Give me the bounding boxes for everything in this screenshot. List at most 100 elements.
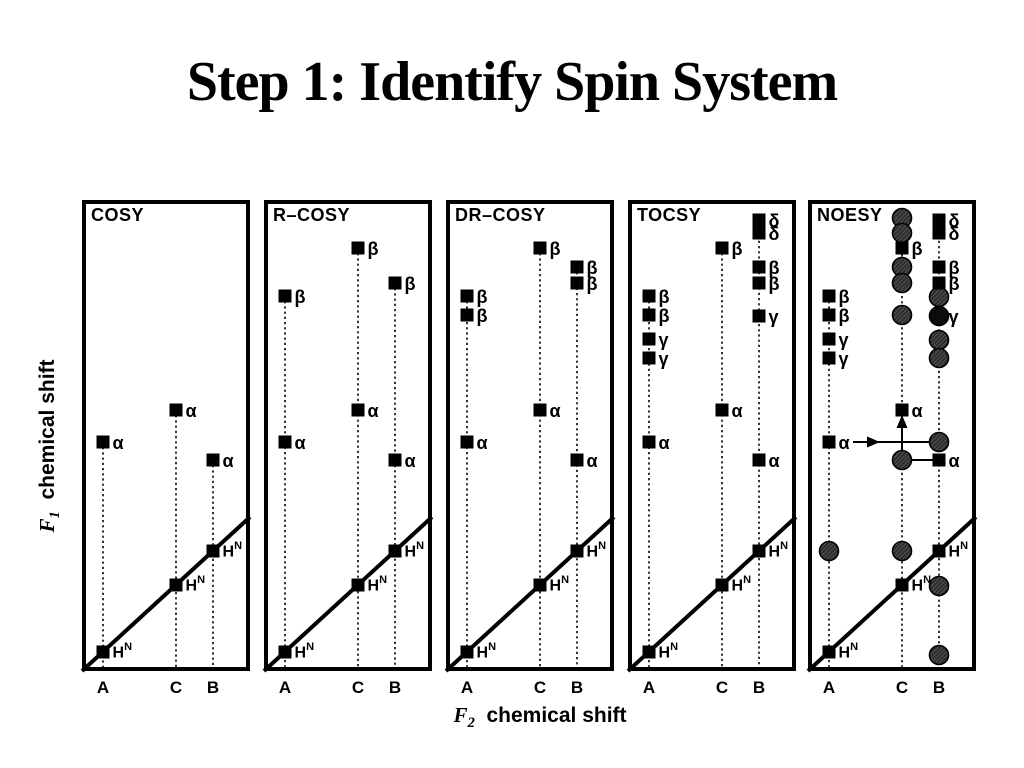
peak-label: HN — [405, 540, 425, 561]
panel-frame — [808, 200, 976, 671]
peak-label: α — [949, 451, 960, 471]
peak-marker — [642, 435, 656, 449]
diagonal-line — [444, 515, 616, 673]
peak-marker — [351, 241, 365, 255]
peak-label: δ — [949, 224, 960, 244]
peak-label: α — [368, 401, 379, 421]
peak-label: α — [477, 433, 488, 453]
peak-marker — [715, 403, 729, 417]
peak-label: α — [113, 433, 124, 453]
peak-marker — [932, 544, 946, 558]
peak-marker — [822, 332, 836, 346]
peak-marker — [932, 276, 946, 290]
peak-label: β — [587, 258, 598, 278]
tick-label-C: C — [533, 678, 547, 697]
peak-label: HN — [839, 641, 859, 662]
peak-label: β — [839, 306, 850, 326]
peak-marker — [752, 544, 766, 558]
peak-marker — [169, 578, 183, 592]
noe-cross-peak — [891, 272, 913, 294]
peak-label: α — [769, 451, 780, 471]
peak-label: γ — [769, 307, 779, 327]
diagonal-line — [262, 515, 434, 673]
peak-label: α — [732, 401, 743, 421]
peak-marker — [388, 276, 402, 290]
peak-label: γ — [949, 307, 959, 327]
tick-label-A: A — [460, 678, 474, 697]
peak-marker — [822, 645, 836, 659]
peak-marker — [278, 289, 292, 303]
peak-marker — [822, 351, 836, 365]
peak-label: HN — [295, 641, 315, 662]
peak-marker — [822, 435, 836, 449]
noe-cross-peak — [818, 540, 840, 562]
peak-marker — [570, 276, 584, 290]
peak-marker — [388, 544, 402, 558]
peak-label: α — [587, 451, 598, 471]
peak-label: α — [912, 401, 923, 421]
peak-marker — [932, 226, 946, 240]
panel-title-rcosy: R–COSY — [273, 205, 351, 225]
x-axis-label: F2 chemical shift — [340, 703, 740, 732]
peak-label: α — [186, 401, 197, 421]
peak-label: HN — [949, 540, 969, 561]
noe-cross-peak — [928, 329, 950, 351]
arrowhead-up — [896, 415, 908, 428]
peak-label: α — [405, 451, 416, 471]
slide-title: Step 1: Identify Spin System — [186, 51, 838, 113]
peak-marker — [932, 260, 946, 274]
peak-marker — [752, 309, 766, 323]
diagonal-line — [626, 515, 798, 673]
peak-marker — [206, 453, 220, 467]
panel-title-tocsy: TOCSY — [637, 205, 702, 225]
peak-marker — [642, 645, 656, 659]
peak-label: β — [949, 258, 960, 278]
peak-marker — [932, 213, 946, 227]
peak-marker — [388, 453, 402, 467]
tick-label-C: C — [351, 678, 365, 697]
peak-label: β — [405, 274, 416, 294]
tick-label-B: B — [388, 678, 402, 697]
noe-cross-peak — [928, 305, 950, 327]
peak-marker — [460, 645, 474, 659]
tick-label-B: B — [206, 678, 220, 697]
peak-label: β — [368, 239, 379, 259]
panel-title-cosy: COSY — [91, 205, 145, 225]
panel-frame — [264, 200, 432, 671]
peak-marker — [570, 453, 584, 467]
peak-marker — [96, 645, 110, 659]
peak-marker — [169, 403, 183, 417]
peak-marker — [351, 403, 365, 417]
peak-label: γ — [839, 349, 849, 369]
peak-label: β — [550, 239, 561, 259]
arrowhead-right — [867, 436, 880, 448]
diagonal-line — [806, 515, 978, 673]
peak-label: HN — [477, 641, 497, 662]
peak-label: α — [659, 433, 670, 453]
peak-label: β — [659, 306, 670, 326]
peak-marker — [642, 289, 656, 303]
peak-label: α — [550, 401, 561, 421]
noe-cross-peak — [891, 449, 913, 471]
peak-marker — [570, 260, 584, 274]
peak-marker — [533, 403, 547, 417]
peak-marker — [715, 578, 729, 592]
peak-label: β — [477, 306, 488, 326]
diagonal-line — [80, 515, 252, 673]
peak-marker — [895, 403, 909, 417]
peak-marker — [460, 308, 474, 322]
tick-label-A: A — [822, 678, 836, 697]
peak-marker — [715, 241, 729, 255]
peak-marker — [932, 453, 946, 467]
peak-marker — [96, 435, 110, 449]
peak-marker — [752, 453, 766, 467]
tick-label-B: B — [932, 678, 946, 697]
noe-cross-peak — [891, 222, 913, 244]
